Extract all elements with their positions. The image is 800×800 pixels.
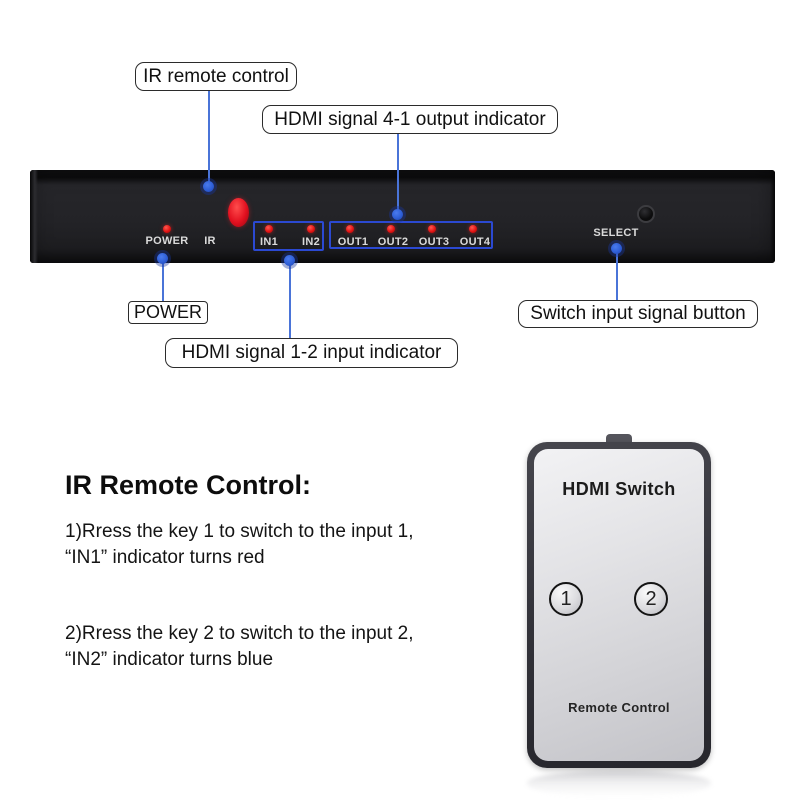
remote-button-2: 2 — [634, 582, 668, 616]
remote-face: HDMI Switch 1 2 Remote Control — [534, 449, 704, 761]
instruction-step-1: 1)Rress the key 1 to switch to the input… — [65, 521, 414, 568]
panel-label-out3: OUT3 — [418, 236, 450, 248]
remote-title: HDMI Switch — [562, 479, 676, 499]
panel-label-in2: IN2 — [301, 236, 321, 248]
panel-label-select: SELECT — [593, 227, 639, 239]
power-led — [163, 225, 171, 233]
connector-line-ir — [208, 91, 210, 187]
panel-label-out2: OUT2 — [377, 236, 409, 248]
connector-dot-output — [392, 209, 403, 220]
instruction-step-2: 2)Rress the key 2 to switch to the input… — [65, 623, 414, 670]
select-button — [637, 205, 655, 223]
callout-switch-button: Switch input signal button — [518, 300, 758, 328]
panel-label-in1: IN1 — [259, 236, 279, 248]
remote-control: HDMI Switch 1 2 Remote Control — [527, 442, 711, 768]
connector-line-power — [162, 259, 164, 302]
callout-output-indicator: HDMI signal 4-1 output indicator — [262, 105, 558, 134]
connector-dot-input — [284, 255, 295, 266]
panel-label-power: POWER — [145, 235, 189, 247]
connector-dot-ir — [203, 181, 214, 192]
connector-line-output — [397, 134, 399, 214]
in2-led — [307, 225, 315, 233]
out4-led — [469, 225, 477, 233]
out1-led — [346, 225, 354, 233]
in1-led — [265, 225, 273, 233]
out3-led — [428, 225, 436, 233]
panel-label-out4: OUT4 — [459, 236, 491, 248]
connector-line-select — [616, 249, 618, 300]
connector-dot-power — [157, 253, 168, 264]
callout-power: POWER — [128, 301, 208, 324]
instructions-heading: IR Remote Control: — [65, 470, 311, 500]
panel-label-ir: IR — [204, 235, 216, 247]
remote-button-1: 1 — [549, 582, 583, 616]
out2-led — [387, 225, 395, 233]
callout-ir-remote-control: IR remote control — [135, 62, 297, 91]
remote-footer-label: Remote Control — [568, 700, 670, 715]
remote-reflection — [527, 771, 711, 797]
input-group-outline — [253, 221, 324, 251]
ir-receiver-window — [228, 198, 249, 227]
panel-label-out1: OUT1 — [337, 236, 369, 248]
hdmi-switch-device: POWER IR IN1 IN2 OUT1 OUT2 OUT3 OUT4 SEL… — [30, 170, 775, 263]
connector-line-input — [289, 260, 291, 338]
callout-input-indicator: HDMI signal 1-2 input indicator — [165, 338, 458, 368]
connector-dot-select — [611, 243, 622, 254]
output-group-outline — [329, 221, 493, 249]
